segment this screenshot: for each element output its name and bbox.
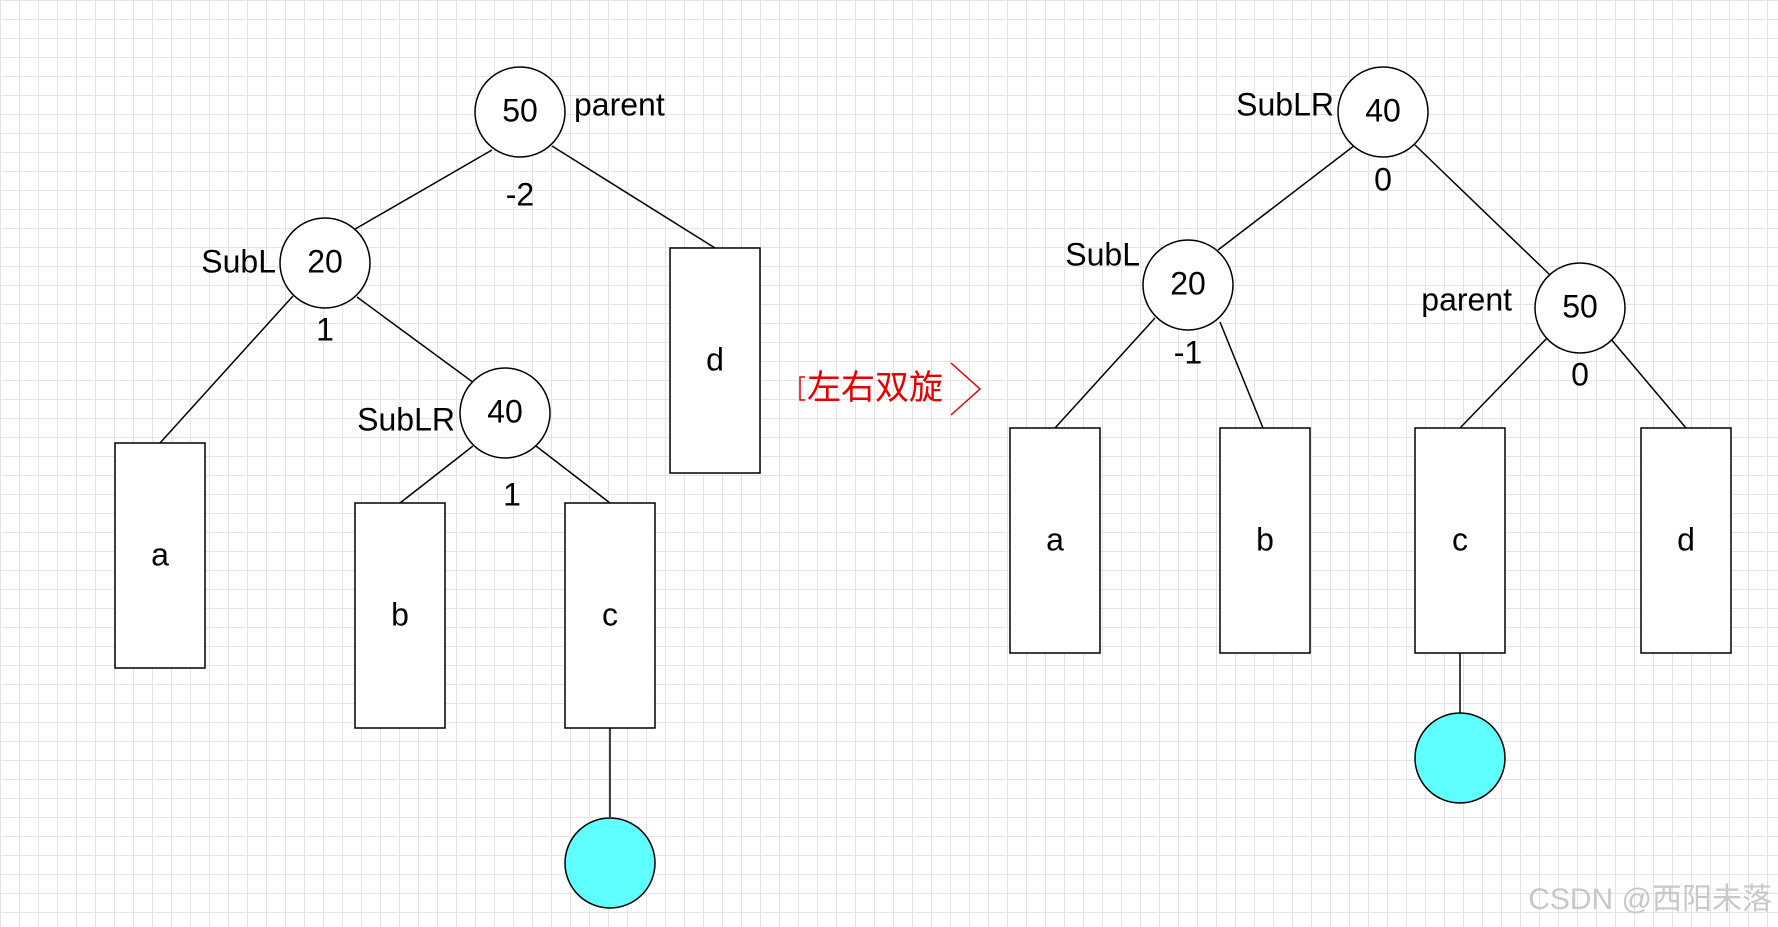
- edge-50-20: [349, 149, 493, 233]
- after-subtree-d-label: d: [1677, 521, 1695, 557]
- after-node-50-value: 50: [1562, 288, 1598, 324]
- after-subtree-c: [1414, 427, 1506, 654]
- after-node-40-value: 40: [1365, 92, 1401, 128]
- arrow-left-bracket: [799, 376, 805, 401]
- after-node-20-value: 20: [1170, 265, 1206, 301]
- before-node-20-balance: 1: [316, 311, 334, 347]
- edge-40-c: [535, 445, 611, 504]
- before-subtree-a-label: a: [151, 536, 169, 572]
- inserted-node-before: [564, 817, 656, 909]
- before-node-40: [459, 367, 551, 459]
- before-subtree-d-label: d: [706, 341, 724, 377]
- after-subtree-d: [1640, 427, 1732, 654]
- edge-40-b: [399, 445, 474, 504]
- after-subtree-c-label: c: [1452, 521, 1468, 557]
- edge-50-d: [1609, 337, 1687, 429]
- before-node-40-value: 40: [487, 393, 523, 429]
- after-tree: a b c d 40 SubLR 0 20 SubL -1 50 parent …: [1009, 66, 1732, 804]
- inserted-node-after: [1414, 712, 1506, 804]
- after-subtree-a: [1009, 427, 1101, 654]
- after-node-40-name: SubLR: [1236, 86, 1334, 122]
- after-node-20-name: SubL: [1065, 236, 1140, 272]
- arrow-head: [950, 362, 982, 416]
- after-node-20-balance: -1: [1174, 334, 1202, 370]
- after-node-40-balance: 0: [1374, 161, 1392, 197]
- before-node-40-balance: 1: [503, 476, 521, 512]
- before-tree: a b c d 50 parent -2 20 SubL 1 40 SubLR …: [114, 66, 761, 909]
- before-node-40-name: SubLR: [357, 401, 455, 437]
- before-node-20-value: 20: [307, 243, 343, 279]
- watermark: CSDN @西阳未落: [1528, 883, 1772, 916]
- edge-20-a: [1054, 317, 1156, 429]
- after-node-20: [1142, 239, 1234, 331]
- before-node-20: [279, 217, 371, 309]
- rotation-arrow: 左右双旋: [799, 362, 982, 416]
- edge-20-a: [159, 295, 294, 444]
- before-node-50-value: 50: [502, 92, 538, 128]
- edge-40-20: [1217, 144, 1356, 251]
- after-node-50: [1534, 262, 1626, 354]
- after-node-50-balance: 0: [1571, 356, 1589, 392]
- edge-20-b: [1219, 321, 1264, 429]
- before-node-20-name: SubL: [201, 243, 276, 279]
- before-subtree-a: [114, 442, 206, 669]
- before-subtree-c-label: c: [602, 596, 618, 632]
- after-node-50-name: parent: [1421, 281, 1512, 317]
- edge-50-d: [551, 145, 716, 249]
- after-subtree-a-label: a: [1046, 521, 1064, 557]
- edge-50-c: [1459, 334, 1551, 429]
- before-node-50-balance: -2: [506, 176, 534, 212]
- before-subtree-b-label: b: [391, 596, 409, 632]
- before-subtree-d: [669, 247, 761, 474]
- edge-20-40: [356, 296, 475, 384]
- edge-40-50: [1414, 144, 1551, 276]
- before-subtree-b: [354, 502, 446, 729]
- before-node-50: [474, 66, 566, 158]
- before-node-50-name: parent: [574, 86, 665, 122]
- rotation-label: 左右双旋: [807, 369, 943, 407]
- after-subtree-b: [1219, 427, 1311, 654]
- before-subtree-c: [564, 502, 656, 729]
- after-subtree-b-label: b: [1256, 521, 1274, 557]
- after-node-40: [1337, 66, 1429, 158]
